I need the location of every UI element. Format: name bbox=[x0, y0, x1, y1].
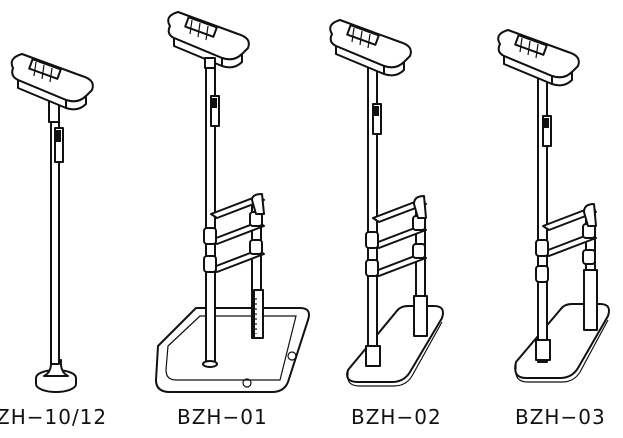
bzh-01-illustration bbox=[155, 11, 310, 393]
bzh-03-illustration bbox=[497, 29, 610, 383]
bzh-02-illustration bbox=[329, 19, 444, 387]
product-label-bzh-01: BZH−01 bbox=[177, 405, 268, 429]
product-label-bzh-03: BZH−03 bbox=[515, 405, 606, 429]
zh-10-12-illustration bbox=[10, 53, 94, 393]
product-label-bzh-02: BZH−02 bbox=[351, 405, 442, 429]
product-label-zh-10-12: ZH−10/12 bbox=[0, 405, 108, 429]
